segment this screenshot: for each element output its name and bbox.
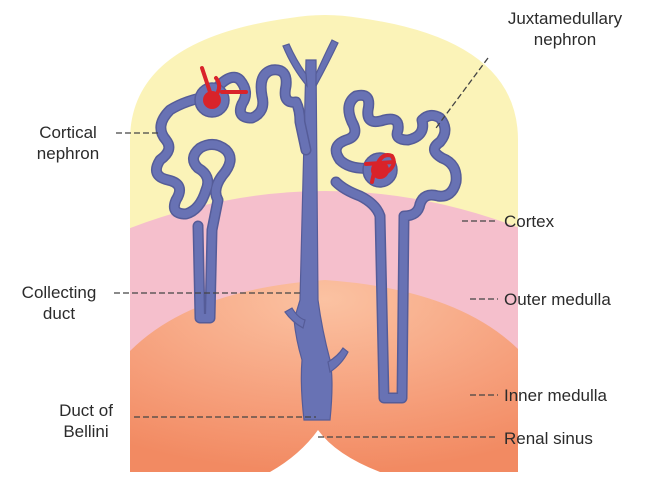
duct-bellini-label-line2: Bellini bbox=[40, 421, 132, 442]
collecting-duct-label: Collecting duct bbox=[4, 282, 114, 324]
outer-medulla-label: Outer medulla bbox=[504, 289, 611, 310]
juxtamedullary-label-line1: Juxtamedullary bbox=[476, 8, 654, 29]
juxtamedullary-nephron-label: Juxtamedullary nephron bbox=[476, 8, 654, 50]
collecting-label-line1: Collecting bbox=[4, 282, 114, 303]
duct-of-bellini-label: Duct of Bellini bbox=[40, 400, 132, 442]
renal-sinus-label: Renal sinus bbox=[504, 428, 593, 449]
cortex-label: Cortex bbox=[504, 211, 554, 232]
juxtamedullary-label-line2: nephron bbox=[476, 29, 654, 50]
inner-medulla-label: Inner medulla bbox=[504, 385, 607, 406]
cortical-label-line2: nephron bbox=[20, 143, 116, 164]
cortical-nephron-label: Cortical nephron bbox=[20, 122, 116, 164]
cortical-label-line1: Cortical bbox=[20, 122, 116, 143]
collecting-label-line2: duct bbox=[4, 303, 114, 324]
duct-bellini-label-line1: Duct of bbox=[40, 400, 132, 421]
